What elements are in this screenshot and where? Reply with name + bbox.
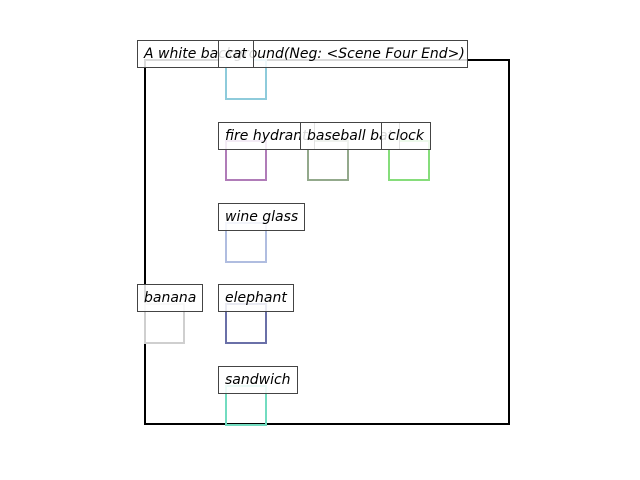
clock-label: clock	[381, 122, 431, 150]
scene-label: A white background(Neg: <Scene Four End>…	[137, 40, 468, 68]
sandwich-label: sandwich	[218, 366, 298, 394]
elephant-label: elephant	[218, 284, 294, 312]
fire-hydrant-label: fire hydrant	[218, 122, 315, 150]
wine-glass-label: wine glass	[218, 203, 306, 231]
banana-label: banana	[137, 284, 204, 312]
scene-frame	[144, 59, 510, 425]
cat-label: cat	[218, 40, 254, 68]
